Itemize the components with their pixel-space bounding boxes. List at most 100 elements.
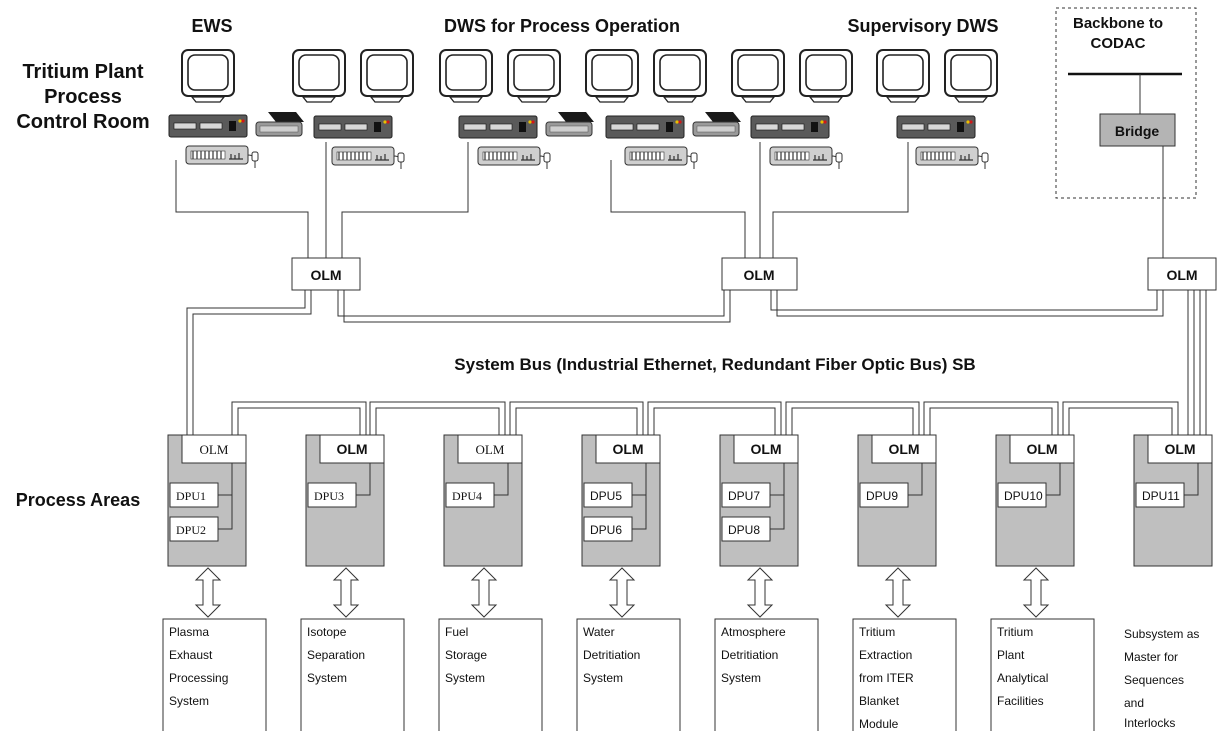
dpu-link <box>356 463 371 496</box>
subsystem-label-line: Fuel <box>445 625 468 639</box>
workstation-ews <box>168 49 305 169</box>
fiber-optic-bus <box>186 290 1207 435</box>
dpu-link <box>1046 463 1061 496</box>
workstation-supervisory <box>876 49 998 170</box>
subsystem-box <box>714 618 819 731</box>
dpu-box <box>307 482 357 508</box>
dpu-box <box>583 482 633 508</box>
subsystem-label-line: Analytical <box>997 671 1048 685</box>
dpu-box <box>445 482 495 508</box>
process-area-8: OLM DPU11 <box>1133 434 1213 567</box>
subsystem-label-line: Plant <box>997 648 1025 662</box>
area-olm-label: OLM <box>1026 441 1057 457</box>
subsystem-label-line: Facilities <box>997 694 1044 708</box>
dws-process-label: DWS for Process Operation <box>444 16 680 36</box>
subsystem-label-line: System <box>169 694 209 708</box>
area-olm-box <box>871 434 937 464</box>
dpu-link <box>218 463 233 530</box>
olm-top-left <box>291 257 361 291</box>
control-room-wiring <box>175 142 1164 258</box>
dpu-label: DPU8 <box>728 523 760 537</box>
area-olm-box <box>733 434 799 464</box>
backbone-title-line-1: Backbone to <box>1073 15 1163 32</box>
subsystem-box <box>162 618 267 731</box>
dpu-label: DPU9 <box>866 489 898 503</box>
bidirectional-arrow <box>332 567 360 618</box>
backbone-region <box>1055 7 1197 199</box>
olm-top-right <box>1147 257 1217 291</box>
dws-supervisory-label: Supervisory DWS <box>847 16 998 36</box>
dpu-label: DPU5 <box>590 489 622 503</box>
dpu-link <box>1184 463 1199 496</box>
area-olm-label: OLM <box>750 441 781 457</box>
dpu-label: DPU4 <box>452 489 482 503</box>
dpu-label: DPU2 <box>176 523 206 537</box>
bidirectional-arrow <box>746 567 774 618</box>
control-room-title-line-2: Process <box>44 86 122 108</box>
area-olm-label: OLM <box>1164 441 1195 457</box>
area-olm-label: OLM <box>200 442 229 457</box>
subsystem-label-line: Blanket <box>859 694 900 708</box>
subsystem-label-line: Tritium <box>997 625 1033 639</box>
subsystem-box <box>576 618 681 731</box>
subsystem-label-line: Plasma <box>169 625 209 639</box>
subsystem-label-line: Detritiation <box>583 648 640 662</box>
bridge-label: Bridge <box>1115 123 1160 139</box>
subsystem-label-line: Atmosphere <box>721 625 786 639</box>
area-olm-label: OLM <box>888 441 919 457</box>
control-room-title-line-1: Tritium Plant <box>22 61 143 83</box>
backbone-title-line-2: CODAC <box>1091 35 1146 52</box>
bridge-box <box>1099 113 1176 147</box>
dpu-label: DPU6 <box>590 523 622 537</box>
bidirectional-arrow <box>608 567 636 618</box>
bidirectional-arrow <box>1022 567 1050 618</box>
dpu-label: DPU3 <box>314 489 344 503</box>
subsystem-label-line: System <box>445 671 485 685</box>
subsystem-label-line: Module <box>859 717 899 731</box>
bidirectional-arrow <box>194 567 222 618</box>
olm-top-middle-label: OLM <box>743 267 774 283</box>
subsystem-label-line: Extraction <box>859 648 912 662</box>
dpu-box <box>721 516 771 542</box>
subsystem-note-line-1: Subsystem as <box>1124 627 1199 641</box>
subsystem-label-line: System <box>721 671 761 685</box>
subsystem-label-line: Tritium <box>859 625 895 639</box>
subsystem-label-line: Isotope <box>307 625 347 639</box>
dpu-box <box>1135 482 1185 508</box>
dpu-label: DPU7 <box>728 489 760 503</box>
dpu-box <box>583 516 633 542</box>
subsystem-note-line-4: and <box>1124 696 1144 710</box>
area-olm-box <box>457 434 523 464</box>
subsystem-box <box>852 618 957 731</box>
workstation-dws-3 <box>585 49 742 170</box>
dpu-label: DPU1 <box>176 489 206 503</box>
olm-top-right-label: OLM <box>1166 267 1197 283</box>
subsystem-box <box>438 618 543 731</box>
subsystem-box <box>300 618 405 731</box>
subsystem-note-line-5: Interlocks <box>1124 716 1175 730</box>
subsystem-note-line-3: Sequences <box>1124 673 1184 687</box>
subsystem-label-line: Detritiation <box>721 648 778 662</box>
dpu-link <box>908 463 923 496</box>
subsystem-box <box>990 618 1095 731</box>
dpu-label: DPU11 <box>1142 489 1180 503</box>
olm-top-left-label: OLM <box>310 267 341 283</box>
area-olm-label: OLM <box>336 441 367 457</box>
bidirectional-arrow <box>884 567 912 618</box>
bidirectional-arrow <box>470 567 498 618</box>
dpu-box <box>169 516 219 542</box>
dpu-box <box>721 482 771 508</box>
area-olm-box <box>595 434 661 464</box>
area-olm-label: OLM <box>476 442 505 457</box>
area-olm-label: OLM <box>612 441 643 457</box>
subsystem-label-line: System <box>307 671 347 685</box>
subsystem-label-line: System <box>583 671 623 685</box>
subsystem-label-line: Storage <box>445 648 487 662</box>
area-olm-box <box>181 434 247 464</box>
